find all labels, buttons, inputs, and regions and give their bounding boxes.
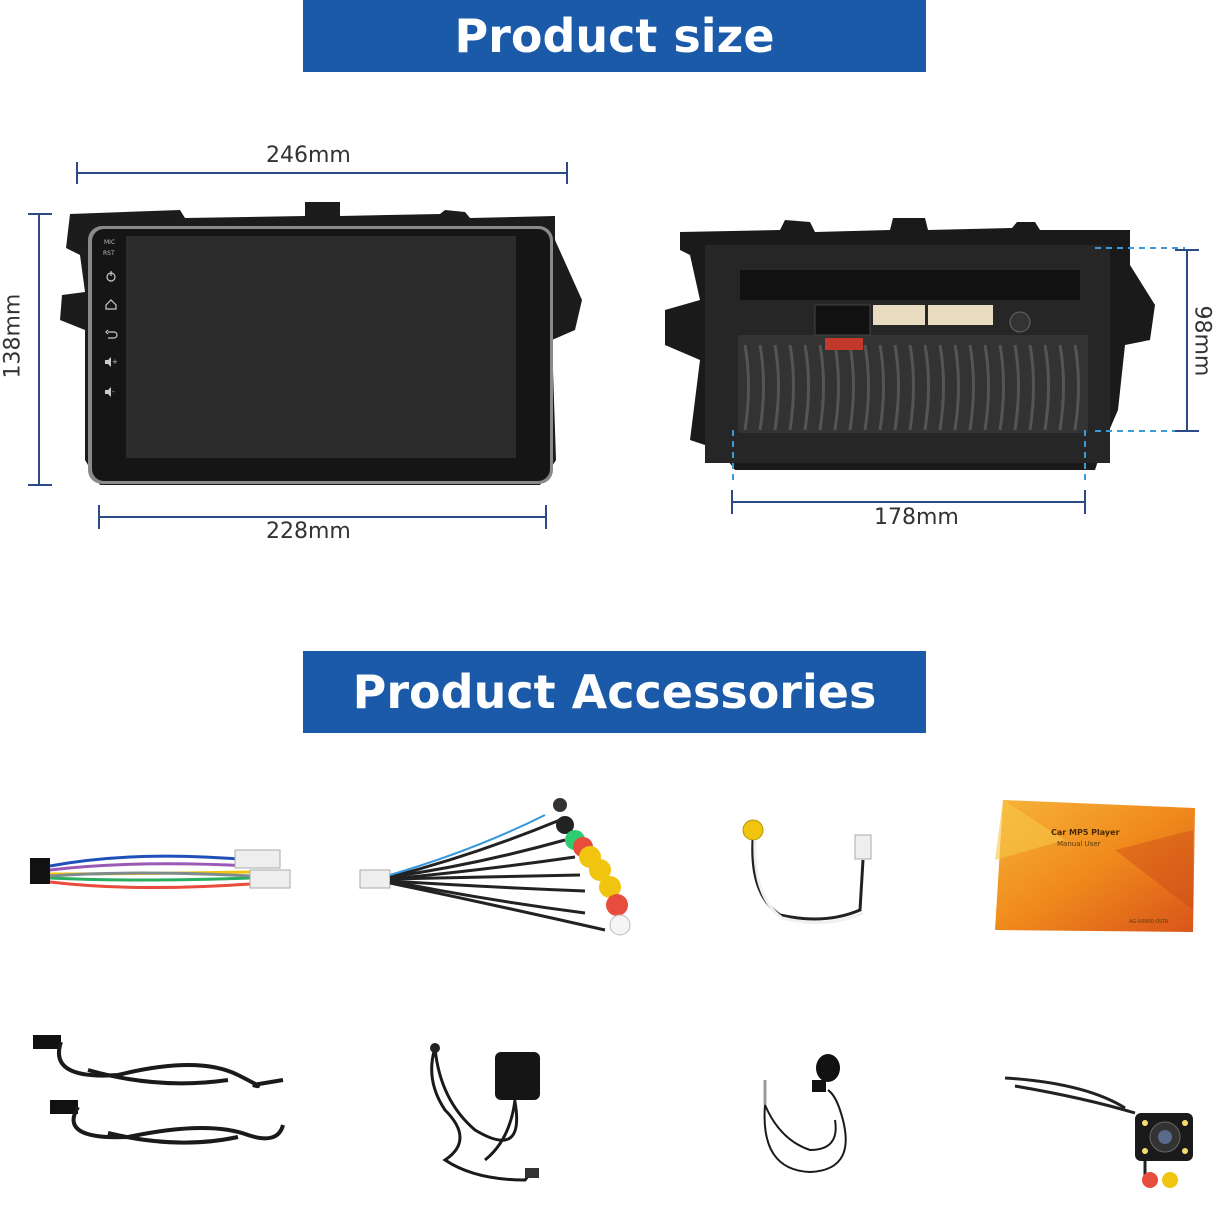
- back-unit-fins: [743, 344, 1080, 431]
- back-icon: [105, 329, 118, 339]
- manual-subtitle: Manual User: [1057, 840, 1101, 848]
- rca-av-cable-image: [359, 798, 631, 936]
- dim-cap: [28, 484, 52, 486]
- dim-line-front-top: [76, 172, 567, 174]
- product-accessories-banner: Product Accessories: [303, 651, 926, 733]
- product-size-banner: Product size: [303, 0, 926, 72]
- dim-cap: [28, 213, 52, 215]
- dim-line-front-bottom: [98, 516, 547, 518]
- svg-text:-: -: [112, 388, 115, 396]
- back-height-label: 98mm: [1189, 305, 1214, 377]
- user-manual: Car MP5 Player Manual User AG-00000-0STA: [995, 800, 1195, 932]
- dim-line-front-left: [38, 214, 40, 486]
- volume-down-icon: -: [105, 387, 115, 397]
- dim-cap: [566, 162, 568, 184]
- camera-adapter-cable-image: [742, 819, 872, 924]
- back-dimension-guides: [731, 247, 1199, 514]
- dim-cap: [76, 162, 78, 184]
- manual-code: AG-00000-0STA: [1129, 919, 1169, 925]
- rear-view-camera-image: [1004, 1076, 1193, 1188]
- back-width-label: 178mm: [874, 505, 959, 530]
- rst-label: RST: [103, 250, 115, 257]
- user-manual-image: [995, 800, 1195, 932]
- volume-up-icon: +: [105, 357, 118, 367]
- usb-cables-image: [33, 1035, 285, 1145]
- product-size-title: Product size: [454, 9, 775, 63]
- home-icon: [105, 299, 117, 310]
- product-accessories-title: Product Accessories: [352, 665, 877, 719]
- external-microphone-image: [763, 1054, 847, 1174]
- dim-cap: [545, 505, 547, 529]
- power-icon: [106, 271, 116, 282]
- dim-cap: [98, 505, 100, 529]
- connector-ports: [814, 304, 1031, 350]
- manual-title: Car MP5 Player: [1051, 828, 1120, 837]
- front-width-bottom-label: 228mm: [266, 519, 351, 544]
- power-wiring-harness-image: [30, 849, 291, 890]
- front-unit-image: [60, 202, 582, 485]
- gps-antenna-image: [430, 1043, 540, 1182]
- svg-text:+: +: [112, 358, 118, 366]
- front-width-top-label: 246mm: [266, 143, 351, 168]
- mic-label: MIC: [104, 239, 116, 246]
